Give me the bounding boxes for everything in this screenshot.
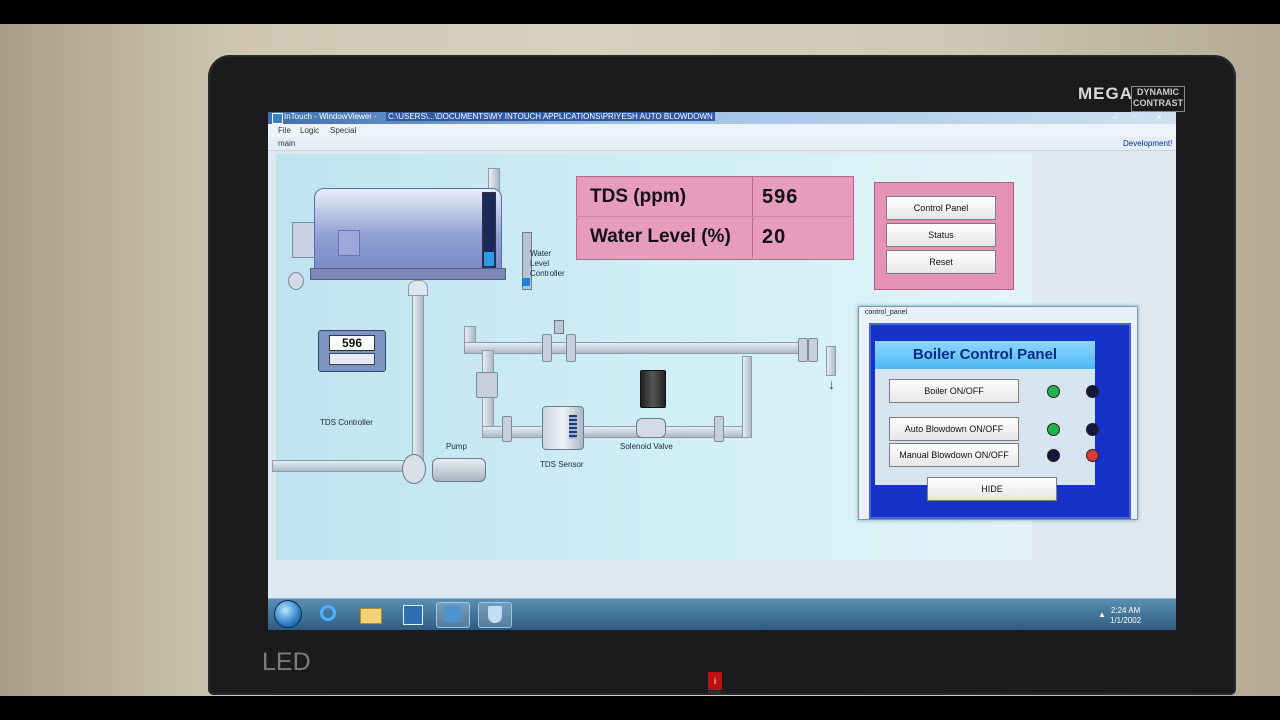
internet-explorer-icon[interactable] xyxy=(312,602,344,626)
tank-nozzle xyxy=(288,272,304,290)
intouch-viewer-icon[interactable] xyxy=(436,602,470,628)
flange xyxy=(502,416,512,442)
label-line: Water xyxy=(530,249,552,258)
flange xyxy=(566,334,576,362)
flange xyxy=(798,338,808,362)
manual-blowdown-off-indicator xyxy=(1086,449,1099,462)
reset-button[interactable]: Reset xyxy=(886,250,996,274)
level-controller-indicator xyxy=(522,278,530,286)
manual-blowdown-toggle-button[interactable]: Manual Blowdown ON/OFF xyxy=(889,443,1019,467)
sensor-line-pipe xyxy=(482,426,744,438)
pump-motor xyxy=(432,458,486,482)
water-level-gauge xyxy=(482,192,496,268)
maker-name: ball xyxy=(708,686,721,695)
readings-row-divider xyxy=(576,216,852,217)
inlet-pipe xyxy=(272,460,418,472)
label-line: Controller xyxy=(530,269,565,278)
water-level-controller-label: Water Level Controller xyxy=(530,249,565,279)
auto-blowdown-on-indicator xyxy=(1047,423,1060,436)
tank-end-cap xyxy=(292,222,316,258)
solenoid-actuator xyxy=(640,370,666,408)
monitor-brand-sub: DYNAMIC CONTRAST xyxy=(1131,86,1185,112)
intouch-maker-icon[interactable] xyxy=(396,602,428,626)
minimize-button[interactable]: – xyxy=(1112,112,1118,123)
monitor-brand: MEGA xyxy=(1078,84,1133,103)
bottom-letterbox xyxy=(0,696,1280,720)
blowdown-main-pipe xyxy=(464,342,816,354)
close-button[interactable]: × xyxy=(1156,112,1162,123)
control-panel-window-title: control_panel xyxy=(865,309,908,316)
development-link[interactable]: Development! xyxy=(1123,139,1173,148)
readings-divider xyxy=(752,176,753,258)
readings-table xyxy=(576,176,854,260)
boiler-on-indicator xyxy=(1047,385,1060,398)
level-controller-body xyxy=(522,232,532,290)
tds-controller-label: TDS Controller xyxy=(320,418,373,427)
water-level-fill xyxy=(484,252,494,266)
file-explorer-icon[interactable] xyxy=(354,602,386,626)
hide-button[interactable]: HIDE xyxy=(927,477,1057,501)
tds-label: TDS (ppm) xyxy=(590,186,687,207)
feed-pipe-vertical xyxy=(412,288,424,460)
sensor-coil xyxy=(569,415,577,439)
auto-blowdown-toggle-button[interactable]: Auto Blowdown ON/OFF xyxy=(889,417,1019,441)
menu-special[interactable]: Special xyxy=(330,126,357,135)
tds-sensor xyxy=(542,406,584,450)
gate-valve xyxy=(476,372,498,398)
tds-controller-display: 596 xyxy=(329,335,375,351)
led-label: LED xyxy=(262,648,311,676)
auto-blowdown-off-indicator xyxy=(1086,423,1099,436)
flange xyxy=(808,338,818,362)
security-shield-icon[interactable] xyxy=(478,602,512,628)
clock-time: 2:24 AM xyxy=(1110,606,1141,615)
drain-arrow-icon: ↓ xyxy=(828,376,835,392)
tds-sensor-label: TDS Sensor xyxy=(540,460,584,469)
boiler-off-indicator xyxy=(1086,385,1099,398)
show-hidden-icons-icon[interactable]: ▲ xyxy=(1098,610,1106,619)
flange xyxy=(714,416,724,442)
pump-label: Pump xyxy=(446,442,467,451)
menu-logic[interactable]: Logic xyxy=(300,126,320,135)
menu-file[interactable]: File xyxy=(278,126,291,135)
menu-bar xyxy=(268,124,1176,137)
tds-controller-keypad xyxy=(329,353,375,365)
maker-logo: i xyxy=(708,672,722,690)
window-tab-bar xyxy=(268,137,1176,151)
tab-main[interactable]: main xyxy=(278,139,296,148)
system-clock[interactable]: 2:24 AM 1/1/2002 xyxy=(1110,606,1141,626)
control-panel-window: control_panel Boiler Control Panel Boile… xyxy=(858,306,1138,520)
pump-casing xyxy=(402,454,426,484)
flange xyxy=(542,334,552,362)
window-title: InTouch - WindowViewer - xyxy=(284,112,377,121)
maximize-button[interactable]: ▫ xyxy=(1133,112,1137,123)
boiler-toggle-button[interactable]: Boiler ON/OFF xyxy=(889,379,1019,403)
window-path: C:\USERS\...\DOCUMENTS\MY INTOUCH APPLIC… xyxy=(386,112,715,121)
drain-pipe xyxy=(826,346,836,376)
top-letterbox xyxy=(0,0,1280,24)
tank-hatch xyxy=(338,230,360,256)
status-button[interactable]: Status xyxy=(886,223,996,247)
control-panel-heading: Boiler Control Panel xyxy=(875,341,1095,369)
control-panel-button[interactable]: Control Panel xyxy=(886,196,996,220)
tank-base xyxy=(310,268,506,280)
app-icon xyxy=(272,113,283,124)
solenoid-valve-label: Solenoid Valve xyxy=(620,442,673,451)
manual-blowdown-on-indicator xyxy=(1047,449,1060,462)
water-level-value: 20 xyxy=(762,226,787,248)
tds-value: 596 xyxy=(762,186,799,208)
start-button[interactable] xyxy=(274,600,302,628)
solenoid-valve-body xyxy=(636,418,666,438)
pipe-elbow xyxy=(408,280,428,296)
manual-valve-handle xyxy=(554,320,564,334)
water-level-label: Water Level (%) xyxy=(590,226,731,247)
label-line: Level xyxy=(530,259,550,268)
return-riser xyxy=(742,356,752,438)
clock-date: 1/1/2002 xyxy=(1110,616,1142,625)
screen: InTouch - WindowViewer - C:\USERS\...\DO… xyxy=(268,112,1176,630)
